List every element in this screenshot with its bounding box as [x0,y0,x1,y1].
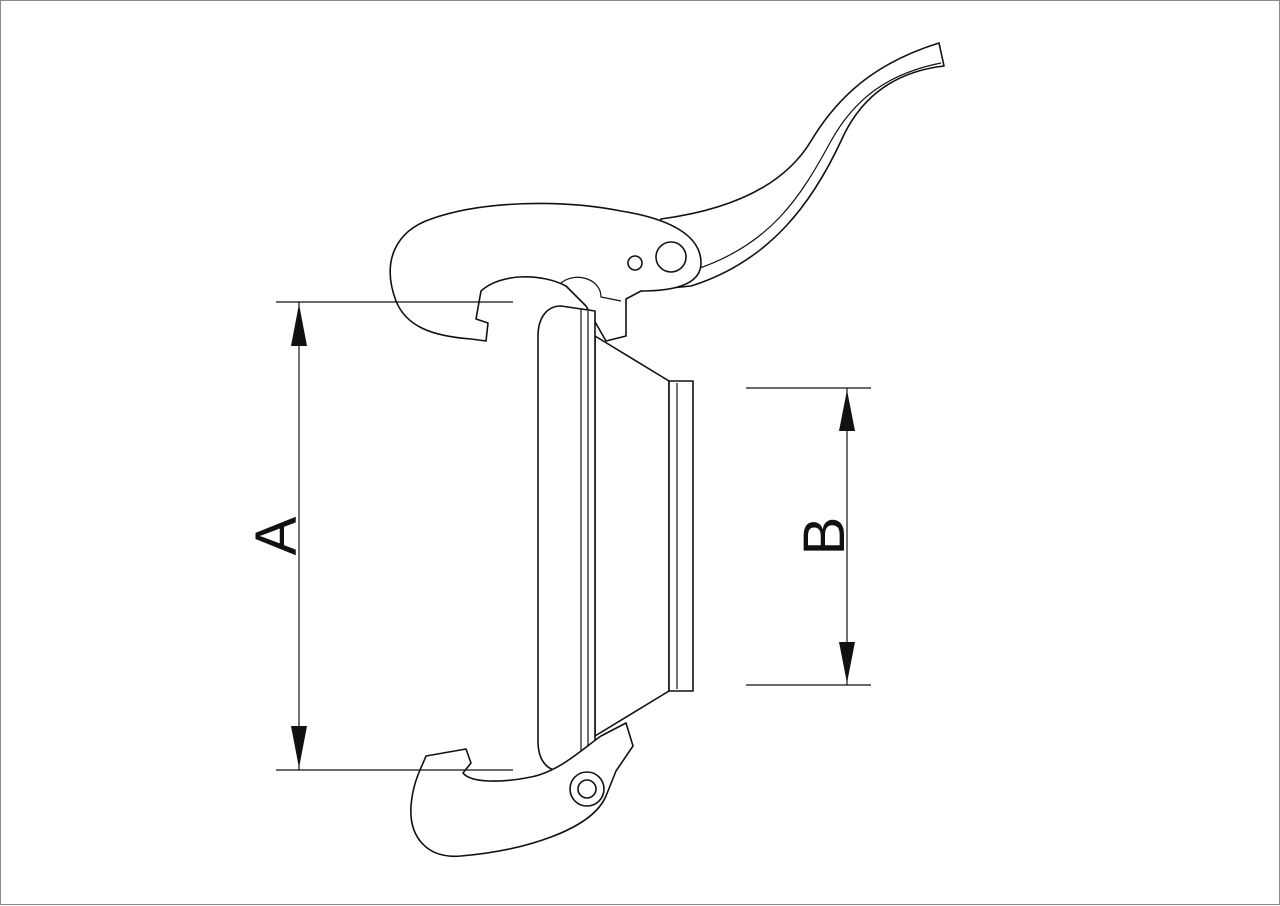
dimension-b-label: B [792,517,857,556]
pivot-inner-icon [577,779,597,799]
lever-handle [640,42,945,292]
pin-icon [627,255,643,271]
arrow-down-icon [291,726,307,768]
dimension-b: B [746,387,871,686]
dimension-a-label: A [244,516,309,555]
pivot-hole-icon [655,241,687,273]
arrow-up-icon [291,304,307,346]
bottom-clamp-arm [410,722,634,857]
arrow-up-icon [839,390,855,431]
dimension-a: A [244,301,513,771]
arrow-down-icon [839,642,855,683]
top-clamp-arm [389,202,702,342]
coupling-body [537,305,694,772]
